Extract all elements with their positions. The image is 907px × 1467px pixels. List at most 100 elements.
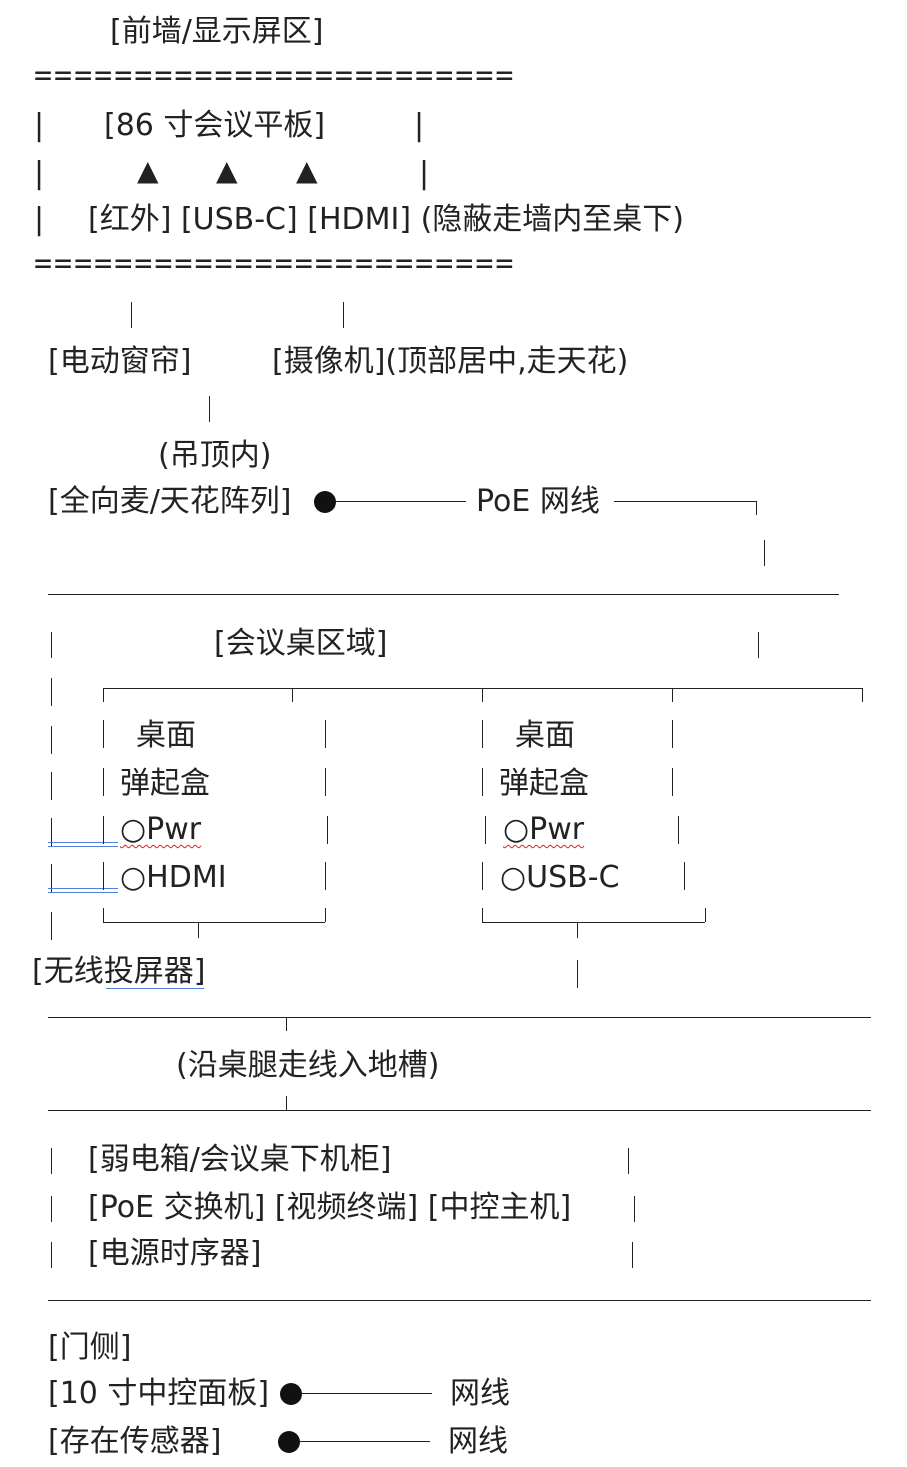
spell-underline — [106, 988, 204, 989]
border-bar: | — [34, 202, 45, 237]
popup-box-2-border — [705, 908, 706, 922]
popup-box-2-border — [482, 908, 483, 922]
border-bar: | — [34, 108, 45, 143]
connector-line — [343, 302, 344, 328]
popup-box-2-border — [485, 816, 486, 844]
section-divider — [48, 1110, 871, 1111]
front-wall-title: [前墙/显示屏区] — [110, 14, 324, 49]
popup-box-2-line2: 弹起盒 — [499, 766, 589, 801]
popup-box-1-border — [103, 908, 104, 922]
border-bar — [51, 864, 52, 892]
meeting-panel-label: [86 寸会议平板] — [104, 108, 326, 143]
border-bar — [758, 632, 759, 658]
popup-box-2-usbc-port: ○USB-C — [500, 860, 620, 895]
separator-bottom: ======================== — [34, 246, 516, 281]
border-bar: | — [419, 156, 430, 191]
spell-underline — [48, 888, 118, 893]
table-bracket — [103, 688, 863, 689]
popup-box-1-line2: 弹起盒 — [120, 766, 210, 801]
spell-underline — [48, 842, 118, 847]
connector-line — [614, 501, 756, 502]
in-ceiling-label: (吊顶内) — [158, 438, 272, 473]
cabinet-devices: [PoE 交换机] [视频终端] [中控主机] — [88, 1190, 572, 1225]
border-bar — [51, 726, 52, 754]
popup-box-2-power-port: ○Pwr — [503, 812, 585, 847]
popup-box-2-border — [482, 862, 483, 890]
filled-dot-icon — [314, 491, 336, 513]
connector-line — [300, 1441, 430, 1442]
connector-line — [336, 501, 466, 502]
triangle-up-icon: ▲ — [296, 154, 318, 187]
popup-box-2-border — [482, 720, 483, 748]
border-bar: | — [34, 156, 45, 191]
popup-box-1-hdmi-port: ○HDMI — [120, 860, 227, 895]
popup-box-1-border — [103, 768, 104, 796]
popup-box-2-border — [672, 720, 673, 748]
border-bar — [51, 912, 52, 940]
popup-box-1-border — [103, 862, 104, 890]
connector-line — [198, 922, 199, 938]
border-bar — [51, 632, 52, 658]
popup-box-2-line1: 桌面 — [515, 718, 575, 753]
connector-line — [577, 960, 578, 988]
connector-line — [131, 302, 132, 328]
connector-line — [209, 396, 210, 422]
popup-box-1-border — [325, 862, 326, 890]
popup-box-2-border — [482, 922, 705, 923]
border-bar — [51, 1196, 52, 1222]
mic-label: [全向麦/天花阵列] — [48, 484, 292, 519]
door-side-title: [门侧] — [48, 1330, 132, 1365]
table-bracket — [672, 688, 673, 702]
cabling-label: (沿桌腿走线入地槽) — [176, 1048, 440, 1083]
popup-box-1-power-port: ○Pwr — [120, 812, 202, 847]
table-area-title: [会议桌区域] — [214, 626, 388, 661]
section-divider — [48, 594, 839, 595]
connector-line — [764, 540, 765, 566]
border-bar — [51, 1242, 52, 1268]
presence-sensor-cable-label: 网线 — [448, 1424, 508, 1459]
table-bracket — [292, 688, 293, 702]
popup-box-2-border — [482, 768, 483, 796]
connector-line — [286, 1017, 287, 1031]
border-bar — [632, 1242, 633, 1268]
camera-label: [摄像机](顶部居中,走天花) — [272, 344, 629, 379]
connector-line — [577, 922, 578, 938]
border-bar: | — [414, 108, 425, 143]
power-sequencer-label: [电源时序器] — [88, 1236, 262, 1271]
cabinet-title: [弱电箱/会议桌下机柜] — [88, 1142, 392, 1177]
popup-box-1-border — [325, 768, 326, 796]
filled-dot-icon — [280, 1383, 302, 1405]
border-bar — [51, 678, 52, 706]
border-bar — [51, 818, 52, 846]
presence-sensor-label: [存在传感器] — [48, 1424, 222, 1459]
border-bar — [634, 1196, 635, 1222]
border-bar — [51, 1148, 52, 1174]
filled-dot-icon — [278, 1431, 300, 1453]
popup-box-1-border — [327, 816, 328, 844]
connector-line — [302, 1393, 432, 1394]
connector-line — [286, 1096, 287, 1110]
border-bar — [51, 772, 52, 800]
connector-line — [756, 501, 757, 515]
poe-cable-label: PoE 网线 — [476, 484, 600, 519]
table-bracket — [103, 688, 104, 702]
popup-box-2-border — [678, 816, 679, 844]
curtain-label: [电动窗帘] — [48, 344, 192, 379]
popup-box-1-border — [325, 720, 326, 748]
section-divider — [48, 1017, 871, 1018]
control-panel-label: [10 寸中控面板] — [48, 1376, 270, 1411]
triangle-up-icon: ▲ — [137, 154, 159, 187]
popup-box-1-border — [103, 816, 104, 844]
front-ports-label: [红外] [USB-C] [HDMI] (隐蔽走墙内至桌下) — [88, 202, 684, 237]
table-bracket — [482, 688, 483, 702]
popup-box-1-border — [103, 922, 325, 923]
separator-top: ======================== — [34, 58, 516, 93]
popup-box-1-border — [325, 908, 326, 922]
popup-box-2-border — [672, 768, 673, 796]
wireless-presenter-label: [无线投屏器] — [32, 954, 206, 989]
popup-box-2-border — [684, 862, 685, 890]
triangle-up-icon: ▲ — [216, 154, 238, 187]
popup-box-1-line1: 桌面 — [136, 718, 196, 753]
table-bracket — [862, 688, 863, 702]
section-divider — [48, 1300, 871, 1301]
